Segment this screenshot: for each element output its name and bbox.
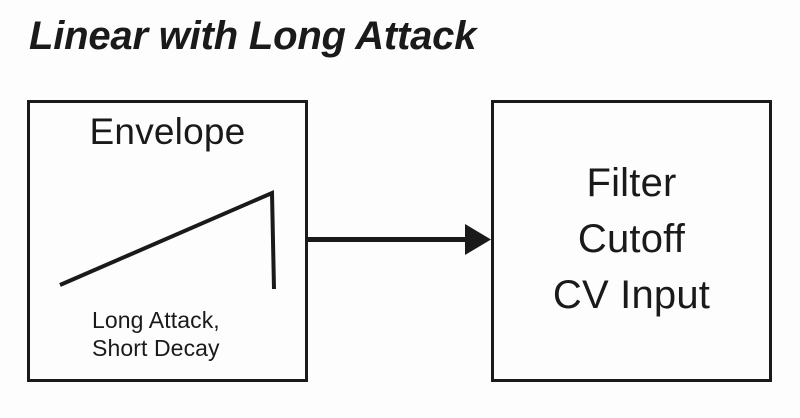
filter-cutoff-node[interactable]: Filter Cutoff CV Input — [491, 100, 772, 382]
connector-arrow-icon — [308, 224, 491, 255]
envelope-node-caption: Long Attack, Short Decay — [92, 306, 220, 362]
envelope-node-title: Envelope — [89, 111, 246, 152]
envelope-caption-line-2: Short Decay — [92, 335, 220, 361]
filter-label-line-2: Cutoff — [577, 217, 686, 261]
filter-label-line-1: Filter — [586, 161, 677, 205]
envelope-caption-line-1: Long Attack, — [92, 307, 220, 333]
filter-label-line-3: CV Input — [552, 273, 711, 317]
filter-node-label: Filter Cutoff CV Input — [494, 155, 769, 323]
envelope-node[interactable]: Envelope Long Attack, Short Decay — [27, 100, 308, 382]
page-title: Linear with Long Attack — [29, 14, 477, 58]
